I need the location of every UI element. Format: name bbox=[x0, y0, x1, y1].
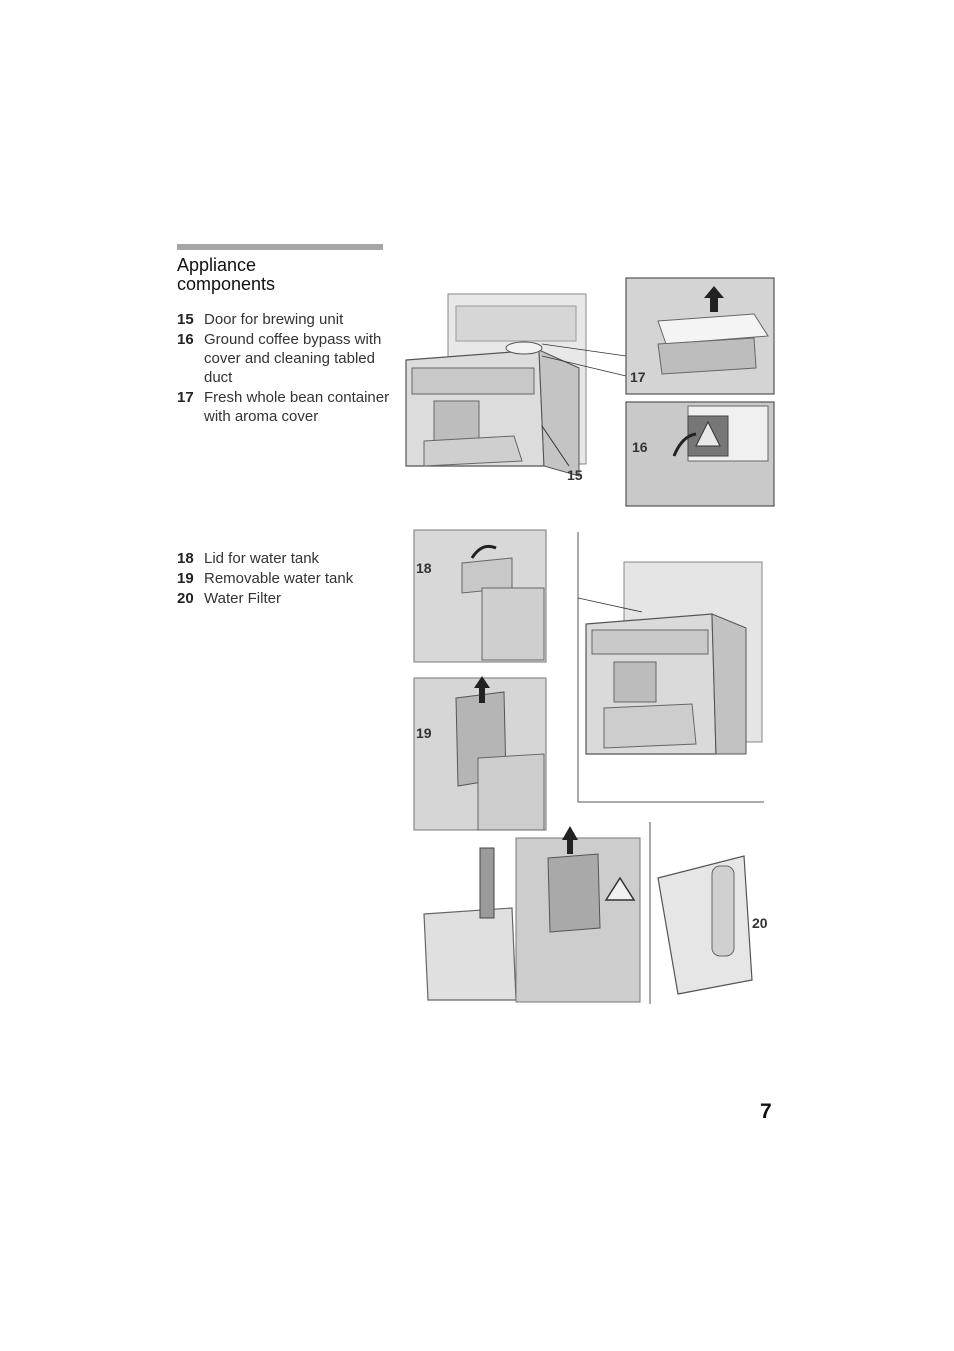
item-text: Water Filter bbox=[204, 590, 281, 607]
component-list-b: 18 Lid for water tank 19 Removable water… bbox=[177, 549, 402, 609]
page-number: 7 bbox=[760, 1100, 772, 1123]
item-number: 18 bbox=[177, 550, 194, 567]
label-18: 18 bbox=[416, 560, 432, 576]
item-number: 17 bbox=[177, 389, 194, 406]
water-tank-illustration: 18 19 20 bbox=[413, 529, 768, 1004]
item-text: Removable water tank bbox=[204, 570, 354, 587]
item-text: Fresh whole bean container with aroma co… bbox=[204, 389, 390, 425]
label-20: 20 bbox=[752, 915, 768, 931]
figure-water-tank: 18 19 20 bbox=[412, 528, 774, 1004]
section-title: Appliance components bbox=[177, 256, 377, 294]
section-title-line1: Appliance bbox=[177, 255, 257, 275]
item-text: Ground coffee bypass with cover and clea… bbox=[204, 331, 382, 386]
label-16: 16 bbox=[632, 439, 648, 455]
label-19: 19 bbox=[416, 725, 432, 741]
item-text: Door for brewing unit bbox=[204, 311, 344, 328]
list-item: 19 Removable water tank bbox=[177, 569, 402, 588]
list-item: 15 Door for brewing unit bbox=[177, 310, 402, 329]
list-item: 18 Lid for water tank bbox=[177, 549, 402, 568]
figure-brewing-unit: 15 17 16 bbox=[404, 276, 776, 508]
item-number: 16 bbox=[177, 331, 194, 348]
component-list-a: 15 Door for brewing unit 16 Ground coffe… bbox=[177, 310, 402, 427]
item-number: 19 bbox=[177, 570, 194, 587]
item-number: 15 bbox=[177, 311, 194, 328]
list-item: 16 Ground coffee bypass with cover and c… bbox=[177, 330, 402, 387]
list-item: 17 Fresh whole bean container with aroma… bbox=[177, 388, 402, 426]
label-17: 17 bbox=[630, 369, 646, 385]
item-number: 20 bbox=[177, 590, 194, 607]
section-title-line2: components bbox=[177, 274, 276, 294]
label-15: 15 bbox=[567, 467, 583, 483]
list-item: 20 Water Filter bbox=[177, 589, 402, 608]
brewing-unit-illustration: 15 17 16 bbox=[405, 277, 775, 507]
item-text: Lid for water tank bbox=[204, 550, 320, 567]
section-rule bbox=[177, 244, 383, 250]
